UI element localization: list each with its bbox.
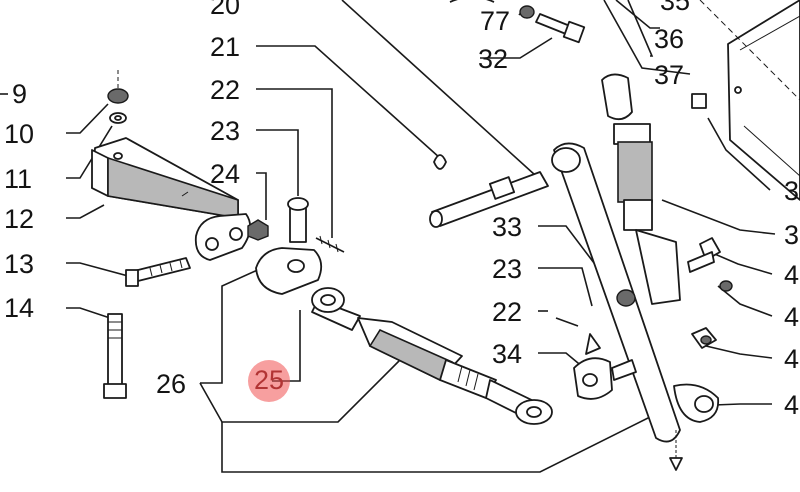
callout-13: 13 [4,249,35,279]
bolt-13 [125,257,191,287]
callout-23-right: 23 [492,254,523,284]
right-small-parts [687,93,733,349]
callout-24: 24 [210,159,241,189]
callout-10: 10 [4,119,35,149]
lift-rod [551,73,720,471]
callout-36: 36 [654,24,685,54]
callout-32: 32 [478,44,509,74]
callout-26: 26 [156,369,187,399]
pin-23-nut-24 [247,197,345,253]
callout-35: 35 [660,0,691,16]
callout-37: 37 [654,60,685,90]
callout-23: 23 [210,116,241,146]
callout-21: 21 [210,32,241,62]
callout-33: 33 [492,212,523,242]
callout-22: 22 [210,75,241,105]
callout-9: 9 [12,79,28,109]
drawbar-bracket [91,70,252,261]
callout-22-right: 22 [492,297,523,327]
callout-4-d: 4 [784,390,800,420]
callout-4-c: 4 [784,344,800,374]
callout-14: 14 [4,293,35,323]
bolt-32 [449,0,586,44]
bolt-14 [103,313,127,399]
callout-4-a: 4 [784,260,800,290]
top-link-assembly [255,247,553,425]
callout-12: 12 [4,204,35,234]
callout-77: 77 [480,6,511,36]
callout-4-b: 4 [784,302,800,332]
callout-34: 34 [492,339,523,369]
pin-20 [429,154,549,228]
panel-right [699,0,800,201]
callout-20: 20 [210,0,241,20]
callout-3-b: 3 [784,220,800,250]
callout-11: 11 [4,164,33,194]
hotspot-25[interactable] [248,360,290,402]
callout-3-a: 3 [784,176,800,206]
